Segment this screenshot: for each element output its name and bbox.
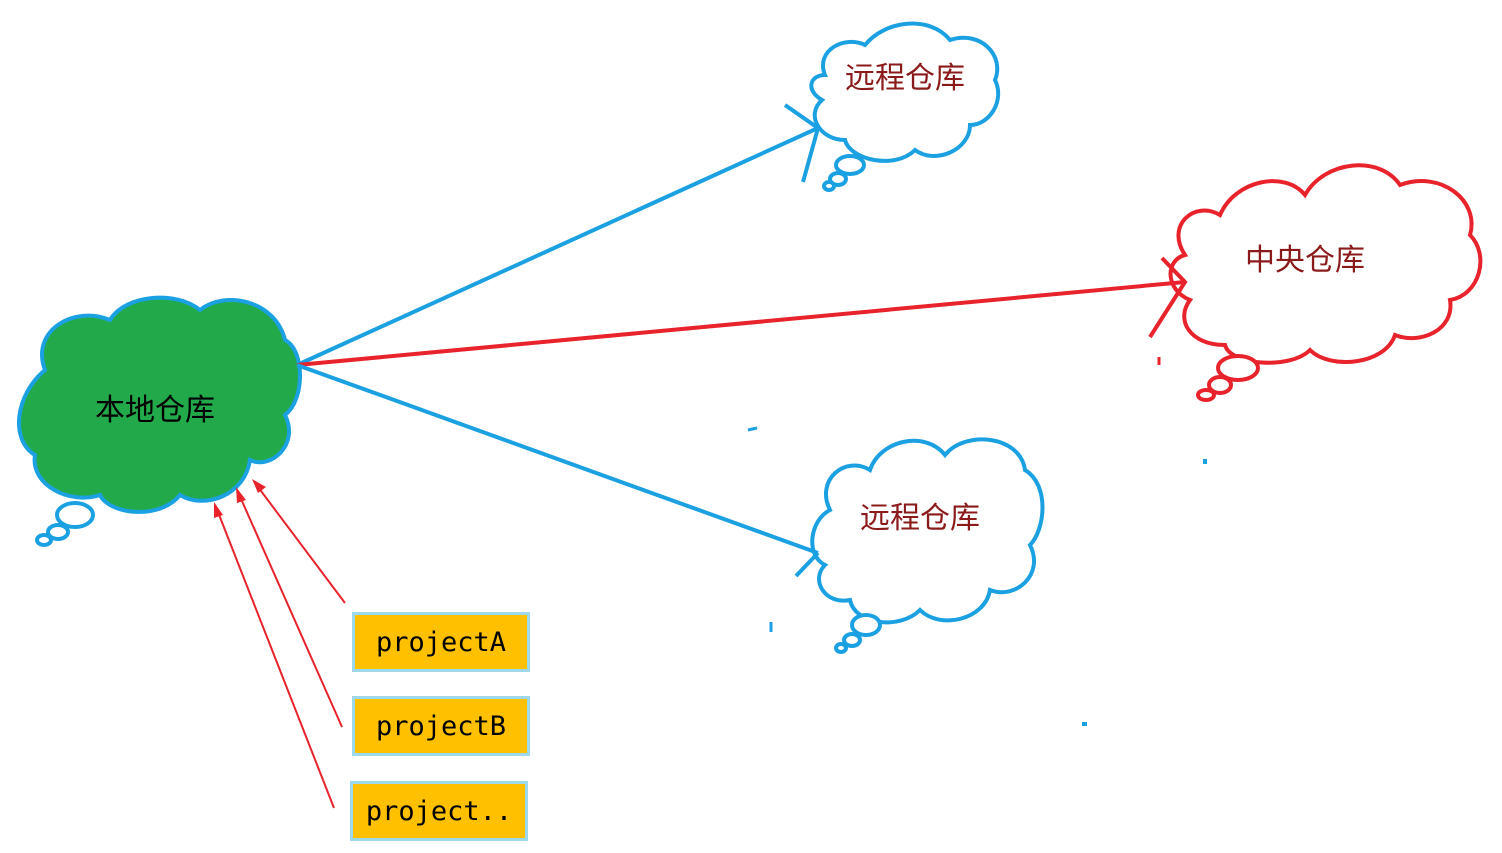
arrow-projectA-to-local bbox=[252, 479, 346, 604]
central-bubble-3 bbox=[1196, 388, 1216, 402]
arrow-to-central bbox=[296, 256, 1188, 367]
remote-repo-bottom-cloud-shape bbox=[810, 437, 1045, 625]
arrow-projectB-to-local bbox=[236, 487, 343, 728]
project-box-b: projectB bbox=[352, 696, 530, 756]
arrow-projectN-to-local bbox=[214, 502, 335, 809]
remote-top-bubble-1 bbox=[834, 154, 866, 176]
remote-bottom-bubble-3 bbox=[834, 642, 848, 654]
project-label-b: projectB bbox=[375, 710, 507, 742]
local-repo-label: 本地仓库 bbox=[95, 393, 215, 428]
local-thought-bubble-3 bbox=[35, 533, 53, 547]
central-bubble-2 bbox=[1207, 375, 1233, 395]
central-bubble-1 bbox=[1216, 354, 1260, 382]
remote-repo-top-cloud: 远程仓库 bbox=[809, 21, 1001, 192]
remote-repo-top-label: 远程仓库 bbox=[845, 61, 965, 96]
stray-marks bbox=[747, 357, 1207, 726]
remote-repo-bottom-label: 远程仓库 bbox=[860, 501, 980, 536]
project-label-more: project.. bbox=[365, 795, 513, 827]
arrow-to-remote-top bbox=[296, 103, 821, 367]
remote-bottom-bubble-1 bbox=[850, 613, 882, 637]
arrow-to-remote-bottom bbox=[296, 363, 820, 578]
project-label-a: projectA bbox=[375, 626, 507, 658]
local-thought-bubble-2 bbox=[46, 523, 70, 541]
remote-top-bubble-3 bbox=[822, 180, 836, 192]
central-repo-label: 中央仓库 bbox=[1245, 243, 1365, 278]
local-repo-cloud: 本地仓库 bbox=[17, 295, 302, 547]
local-repo-cloud-shape bbox=[17, 295, 302, 514]
remote-bottom-bubble-2 bbox=[842, 632, 862, 648]
central-repo-cloud: 中央仓库 bbox=[1168, 163, 1483, 402]
local-thought-bubble-1 bbox=[55, 501, 95, 529]
project-box-more: project.. bbox=[350, 781, 528, 841]
central-repo-cloud-shape bbox=[1168, 163, 1483, 365]
project-box-a: projectA bbox=[352, 612, 530, 672]
remote-repo-bottom-cloud: 远程仓库 bbox=[810, 437, 1045, 654]
